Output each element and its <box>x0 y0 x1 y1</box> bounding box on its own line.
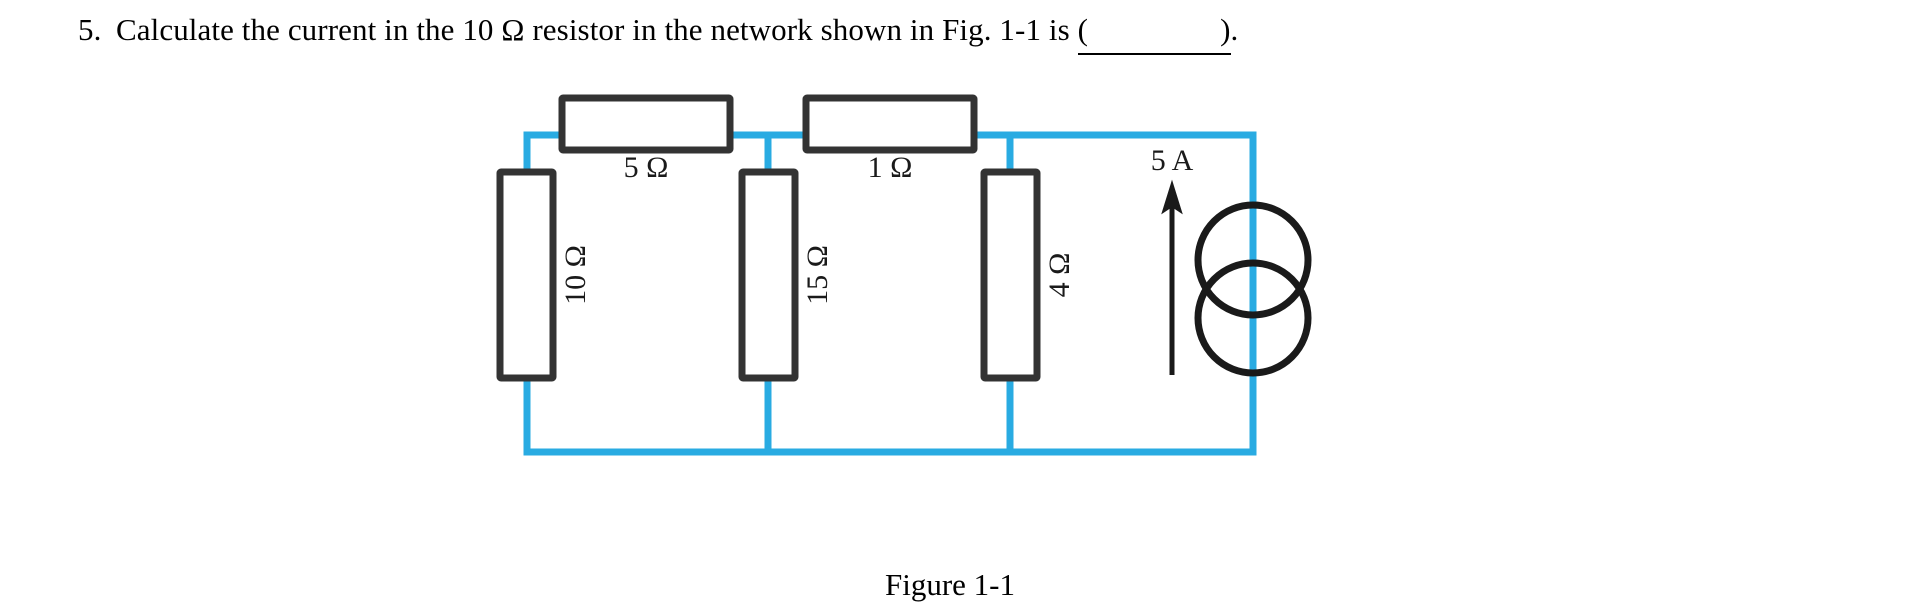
shunt-resistor-bodies <box>496 168 1041 382</box>
current-direction-arrow <box>1161 179 1183 375</box>
question-number: 5. <box>78 12 102 47</box>
label-15ohm: 15 Ω <box>801 245 834 305</box>
blank-open-paren: ( <box>1077 12 1089 47</box>
figure-caption-row: Figure 1-1 <box>0 565 1905 605</box>
series-resistor-bodies <box>558 94 978 154</box>
question-line: 5. Calculate the current in the 10 Ω resi… <box>78 8 1838 56</box>
resistor-body-15ohm <box>738 168 799 382</box>
label-10ohm: 10 Ω <box>559 245 592 305</box>
label-4ohm: 4 Ω <box>1043 253 1076 298</box>
label-current-source: 5 A <box>1151 144 1194 177</box>
figure-area: 5 Ω 1 Ω 10 Ω 15 Ω 4 Ω 5 A Figure 1-1 <box>0 60 1905 602</box>
current-source-circle-upper <box>1194 201 1312 319</box>
question-text: Calculate the current in the 10 Ω resist… <box>116 12 1078 47</box>
question-trailing-period: . <box>1230 12 1239 47</box>
current-source-circle-lower <box>1194 259 1312 377</box>
circuit-wires <box>523 131 1257 456</box>
label-5ohm: 5 Ω <box>624 151 669 184</box>
figure-caption: Figure 1-1 <box>884 567 1015 602</box>
label-1ohm: 1 Ω <box>868 151 913 184</box>
resistor-body-1ohm <box>802 94 978 154</box>
resistor-body-10ohm <box>496 168 557 382</box>
resistor-body-5ohm <box>558 94 734 154</box>
arrow-head <box>1161 179 1183 215</box>
current-source-symbol <box>1194 201 1312 377</box>
resistor-body-4ohm <box>980 168 1041 382</box>
blank-close-paren: ) <box>1220 12 1231 47</box>
circuit-diagram: 5 Ω 1 Ω 10 Ω 15 Ω 4 Ω 5 A <box>496 94 1312 456</box>
answer-blank[interactable]: () <box>1077 8 1231 55</box>
